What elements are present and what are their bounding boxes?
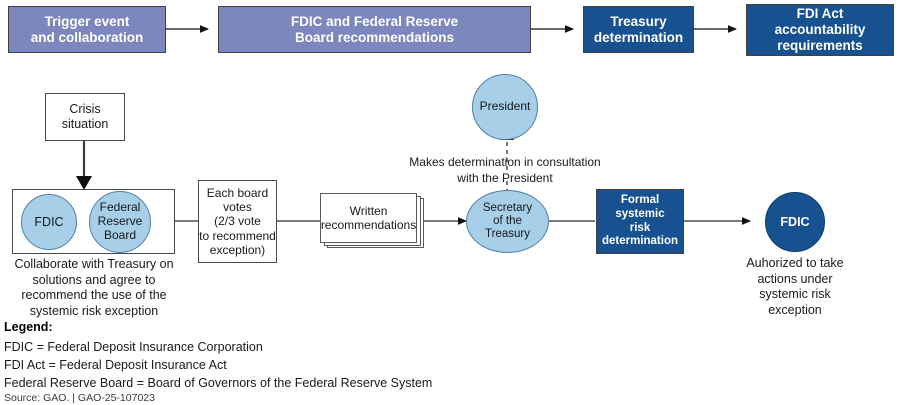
legend-entry-text: Federal Reserve Board = Board of Governo…: [4, 376, 433, 390]
banner-step-treasury-determination[interactable]: Treasury determination: [583, 6, 694, 53]
banner-step-label: Treasury determination: [593, 13, 684, 45]
formal-systemic-risk-determination-label: Formal systemic risk determination: [601, 193, 679, 248]
secretary-of-treasury-label: Secretary of the Treasury: [482, 201, 533, 241]
legend-entry-text: FDI Act = Federal Deposit Insurance Act: [4, 358, 227, 372]
president-circle[interactable]: President: [472, 74, 538, 140]
written-recommendations-label: Written recommendations: [320, 203, 417, 232]
legend-entry-fdi-act: FDI Act = Federal Deposit Insurance Act: [4, 356, 227, 375]
agency-collaboration-caption-text: Collaborate with Treasury on solutions a…: [14, 257, 174, 318]
president-consultation-note-text: Makes determination in consultation with…: [409, 155, 601, 185]
legend-title: Legend:: [4, 320, 53, 334]
legend-entry-federal-reserve-board: Federal Reserve Board = Board of Governo…: [4, 374, 432, 393]
secretary-of-treasury-circle[interactable]: Secretary of the Treasury: [466, 190, 549, 253]
crisis-to-agency-arrow: [76, 141, 92, 190]
written-recommendations-documents[interactable]: Written recommendations: [320, 193, 417, 243]
legend-title-text: Legend:: [4, 320, 53, 334]
banner-step-fdi-act-accountability[interactable]: FDI Act accountability requirements: [746, 4, 894, 56]
banner-step-fdic-fed-recommendations[interactable]: FDIC and Federal Reserve Board recommend…: [218, 6, 531, 53]
legend-entry-fdic: FDIC = Federal Deposit Insurance Corpora…: [4, 338, 263, 357]
crisis-situation-label: Crisis situation: [61, 102, 109, 131]
banner-step-label: FDIC and Federal Reserve Board recommend…: [290, 13, 459, 45]
fdic-circle[interactable]: FDIC: [21, 194, 77, 250]
formal-systemic-risk-determination-box[interactable]: Formal systemic risk determination: [596, 189, 684, 254]
fdic-circle-label: FDIC: [34, 214, 64, 229]
final-fdic-caption: Auhorized to take actions under systemic…: [724, 256, 866, 319]
banner-step-label: Trigger event and collaboration: [30, 13, 144, 45]
crisis-situation-box[interactable]: Crisis situation: [45, 93, 125, 141]
final-fdic-circle[interactable]: FDIC: [765, 192, 825, 252]
federal-reserve-board-circle[interactable]: Federal Reserve Board: [89, 191, 151, 253]
banner-step-trigger-event[interactable]: Trigger event and collaboration: [8, 6, 166, 53]
final-fdic-caption-text: Auhorized to take actions under systemic…: [746, 256, 844, 317]
legend-entry-text: FDIC = Federal Deposit Insurance Corpora…: [4, 340, 263, 354]
agency-collaboration-caption: Collaborate with Treasury on solutions a…: [0, 257, 188, 320]
source-line: Source: GAO. | GAO-25-107023: [4, 392, 155, 404]
board-vote-box[interactable]: Each board votes (2/3 vote to recommend …: [198, 180, 277, 263]
president-circle-label: President: [479, 99, 531, 114]
source-line-text: Source: GAO. | GAO-25-107023: [4, 392, 155, 404]
final-fdic-circle-label: FDIC: [780, 214, 810, 229]
president-consultation-note: Makes determination in consultation with…: [386, 155, 624, 186]
banner-step-label: FDI Act accountability requirements: [774, 6, 866, 53]
federal-reserve-board-label: Federal Reserve Board: [97, 200, 143, 242]
board-vote-label: Each board votes (2/3 vote to recommend …: [199, 185, 276, 258]
